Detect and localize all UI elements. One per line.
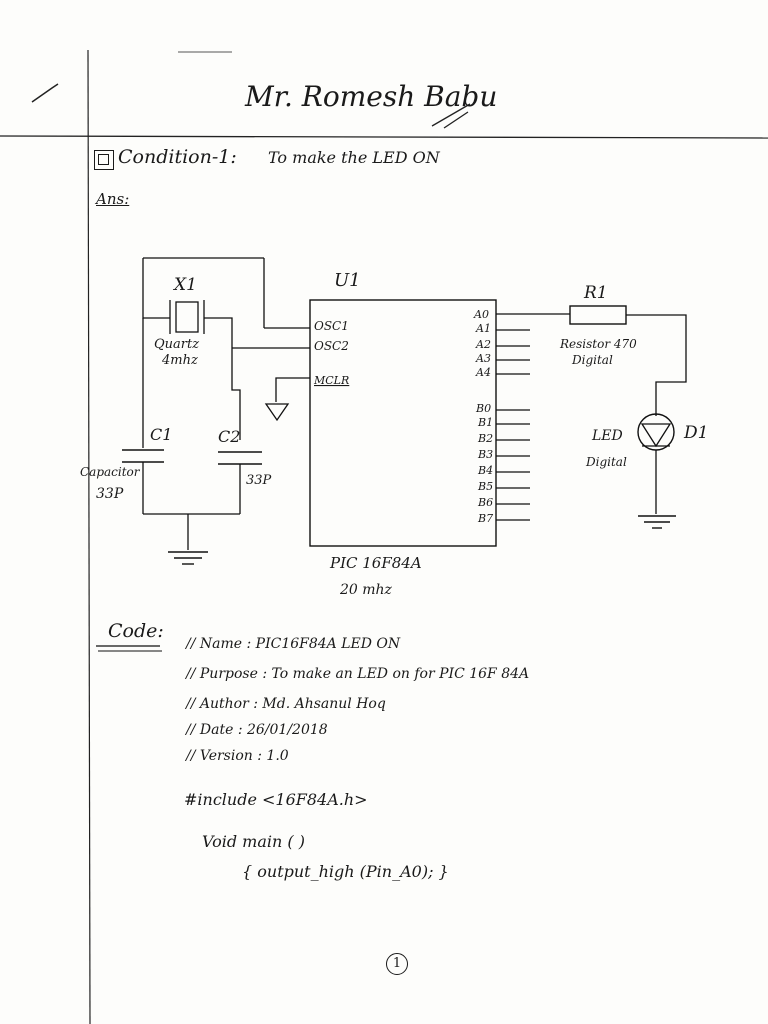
c2-ref-label: C2 — [218, 427, 240, 446]
ic-pin-b4: B4 — [477, 464, 493, 477]
resistor-desc-2: Digital — [571, 353, 613, 367]
c1-desc-2: 33P — [96, 486, 124, 502]
code-line-author: // Author : Md. Ahsanul Hoq — [186, 696, 386, 712]
led-label: LED — [591, 428, 623, 444]
ic-pin-mclr: MCLR — [313, 374, 349, 387]
code-line-name: // Name : PIC16F84A LED ON — [186, 636, 401, 652]
ic-ref-label: U1 — [334, 270, 361, 291]
code-line-include: #include <16F84A.h> — [184, 790, 368, 809]
ic-pin-b1: B1 — [477, 416, 493, 429]
condition-label: Condition-1: — [118, 146, 237, 168]
ic-pin-a3: A3 — [475, 352, 491, 365]
c1-ref-label: C1 — [150, 425, 172, 444]
condition-text: To make the LED ON — [268, 148, 440, 167]
ic-pin-b5: B5 — [477, 480, 493, 493]
ic-pin-b2: B2 — [477, 432, 493, 445]
code-line-body: { output_high (Pin_A0); } — [242, 862, 449, 881]
ic-name-label: PIC 16F84A — [329, 554, 422, 572]
page-title: Mr. Romesh Babu — [245, 80, 498, 113]
page-number: 1 — [386, 953, 408, 975]
led-desc: Digital — [585, 455, 627, 469]
code-line-purpose: // Purpose : To make an LED on for PIC 1… — [186, 666, 530, 682]
crystal-desc-2: 4mhz — [161, 353, 198, 368]
mclr-ground-symbol — [264, 403, 290, 422]
checkbox-icon — [94, 150, 114, 170]
resistor-ref-label: R1 — [583, 283, 608, 303]
code-line-main: Void main ( ) — [202, 832, 305, 851]
ic-pin-b7: B7 — [477, 512, 493, 525]
c1-desc-1: Capacitor — [80, 465, 141, 479]
crystal-desc-1: Quartz — [154, 337, 199, 352]
ic-pin-a4: A4 — [475, 366, 491, 379]
ic-pin-osc1: OSC1 — [314, 319, 349, 333]
led-ref-label: D1 — [683, 423, 708, 443]
ic-pin-b0: B0 — [475, 402, 491, 415]
ic-pin-b3: B3 — [477, 448, 493, 461]
crystal-ref-label: X1 — [172, 275, 197, 295]
code-label: Code: — [108, 620, 164, 642]
ic-pin-a2: A2 — [475, 338, 491, 351]
resistor-desc-1: Resistor 470 — [559, 337, 637, 351]
pen-scribble-left — [31, 83, 59, 103]
header-rule-line — [0, 135, 768, 139]
ic-freq-label: 20 mhz — [339, 582, 393, 598]
c2-desc: 33P — [246, 473, 272, 488]
code-line-date: // Date : 26/01/2018 — [186, 722, 328, 738]
ic-pin-b6: B6 — [477, 496, 493, 509]
resistor-symbol — [569, 305, 627, 325]
title-underline-scribble — [431, 103, 471, 129]
ic-body — [309, 299, 497, 547]
ic-pin-a1: A1 — [475, 322, 491, 335]
crystal-symbol — [175, 301, 199, 333]
led-symbol — [637, 413, 675, 451]
code-line-version: // Version : 1.0 — [186, 748, 289, 764]
ic-pin-osc2: OSC2 — [314, 339, 349, 353]
margin-line — [87, 49, 91, 1024]
answer-label: Ans: — [96, 190, 130, 208]
ic-pin-a0: A0 — [473, 308, 489, 321]
